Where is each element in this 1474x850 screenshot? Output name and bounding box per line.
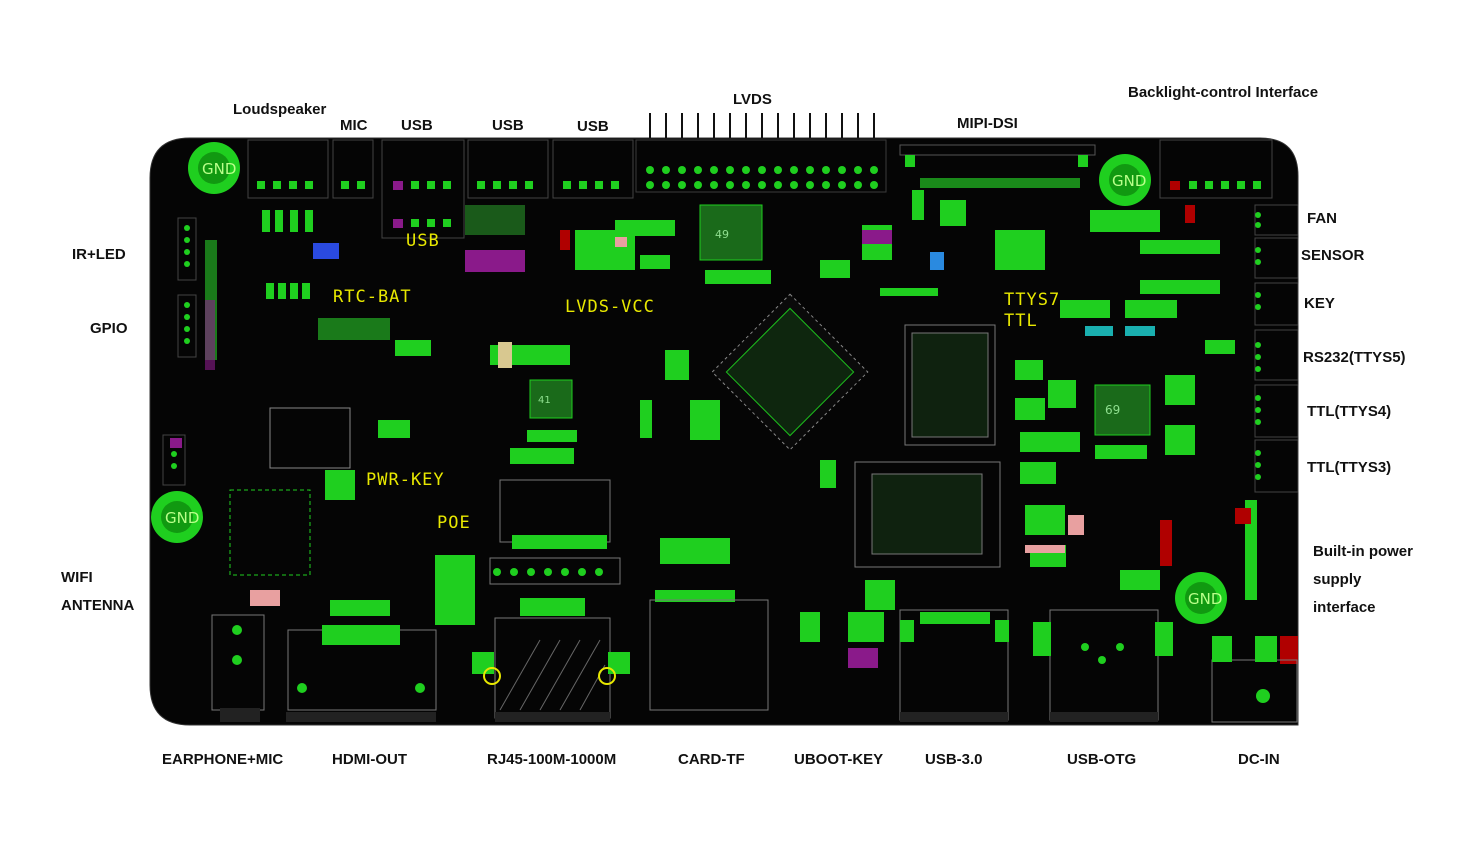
gnd-label-3: GND [1112, 172, 1146, 190]
silk-poe: POE [437, 513, 471, 533]
label-mic: MIC [340, 117, 368, 134]
label-usb-otg: USB-OTG [1067, 751, 1137, 768]
label-earphone-mic: EARPHONE+MIC [162, 751, 284, 768]
left-header-pins [171, 225, 190, 469]
label-gpio: GPIO [90, 320, 128, 337]
gnd-label-2: GND [165, 509, 199, 527]
label-hdmi-out: HDMI-OUT [332, 751, 407, 768]
label-ir-led: IR+LED [72, 246, 126, 263]
gnd-label-4: GND [1188, 590, 1222, 608]
chip-label-3: 69 [1105, 403, 1120, 417]
label-rs232: RS232(TTYS5) [1303, 349, 1406, 366]
mipi-connector [899, 144, 1096, 188]
right-header-pins [1255, 212, 1261, 480]
left-headers [162, 217, 197, 486]
label-uboot-key: UBOOT-KEY [794, 751, 884, 768]
lvds-header [649, 113, 875, 138]
top-connector-pins [257, 181, 1261, 228]
chip-label-1: 49 [715, 228, 729, 241]
rj45-led-right [598, 667, 616, 685]
top-connectors [247, 139, 1273, 239]
silk-lvds-vcc: LVDS-VCC [565, 297, 655, 317]
label-usb-3: USB [577, 118, 609, 135]
passive-components [262, 190, 1257, 642]
label-dc-in: DC-IN [1238, 751, 1280, 768]
label-key: KEY [1304, 295, 1335, 312]
lvds-pins [646, 166, 878, 189]
colored-parts [170, 205, 1298, 668]
right-headers [1254, 204, 1299, 493]
label-power-line-3: interface [1313, 599, 1376, 616]
left-ic-column-2 [205, 300, 215, 370]
label-lvds: LVDS [733, 91, 772, 108]
gnd-mounting-holes-inner [161, 152, 1217, 614]
label-power-line-2: supply [1313, 571, 1362, 588]
label-usb-2: USB [492, 117, 524, 134]
label-wifi: WIFI [61, 569, 93, 586]
label-ttl-ttys3: TTL(TTYS3) [1307, 459, 1392, 476]
bottom-edge [220, 708, 1158, 722]
rj45-led-left [483, 667, 501, 685]
label-usb-30: USB-3.0 [925, 751, 983, 768]
small-ics [229, 204, 1151, 576]
label-ttl-ttys4: TTL(TTYS4) [1307, 403, 1392, 420]
cpu-chip [711, 293, 869, 451]
ram-chips [854, 324, 1001, 568]
label-sensor: SENSOR [1301, 247, 1365, 264]
label-rj45: RJ45-100M-1000M [487, 751, 617, 768]
label-antenna: ANTENNA [61, 597, 135, 614]
gnd-label-1: GND [202, 160, 236, 178]
label-mipi-dsi: MIPI-DSI [957, 115, 1018, 132]
label-card-tf: CARD-TF [678, 751, 745, 768]
silk-pwr-key: PWR-KEY [366, 470, 445, 490]
label-backlight: Backlight-control Interface [1128, 84, 1319, 101]
label-usb-1: USB [401, 117, 433, 134]
chip-label-2: 41 [538, 395, 551, 406]
silk-rtc-bat: RTC-BAT [333, 287, 412, 307]
silk-ttys7: TTYS7 [1004, 290, 1061, 310]
label-power-line-1: Built-in power [1313, 543, 1413, 560]
silk-usb: USB [406, 231, 440, 251]
label-fan: FAN [1307, 210, 1337, 227]
rj45-hatch [499, 639, 606, 711]
bottom-connector-details [232, 557, 1277, 703]
silk-ttl: TTL [1004, 311, 1038, 331]
label-loudspeaker: Loudspeaker [233, 101, 327, 118]
